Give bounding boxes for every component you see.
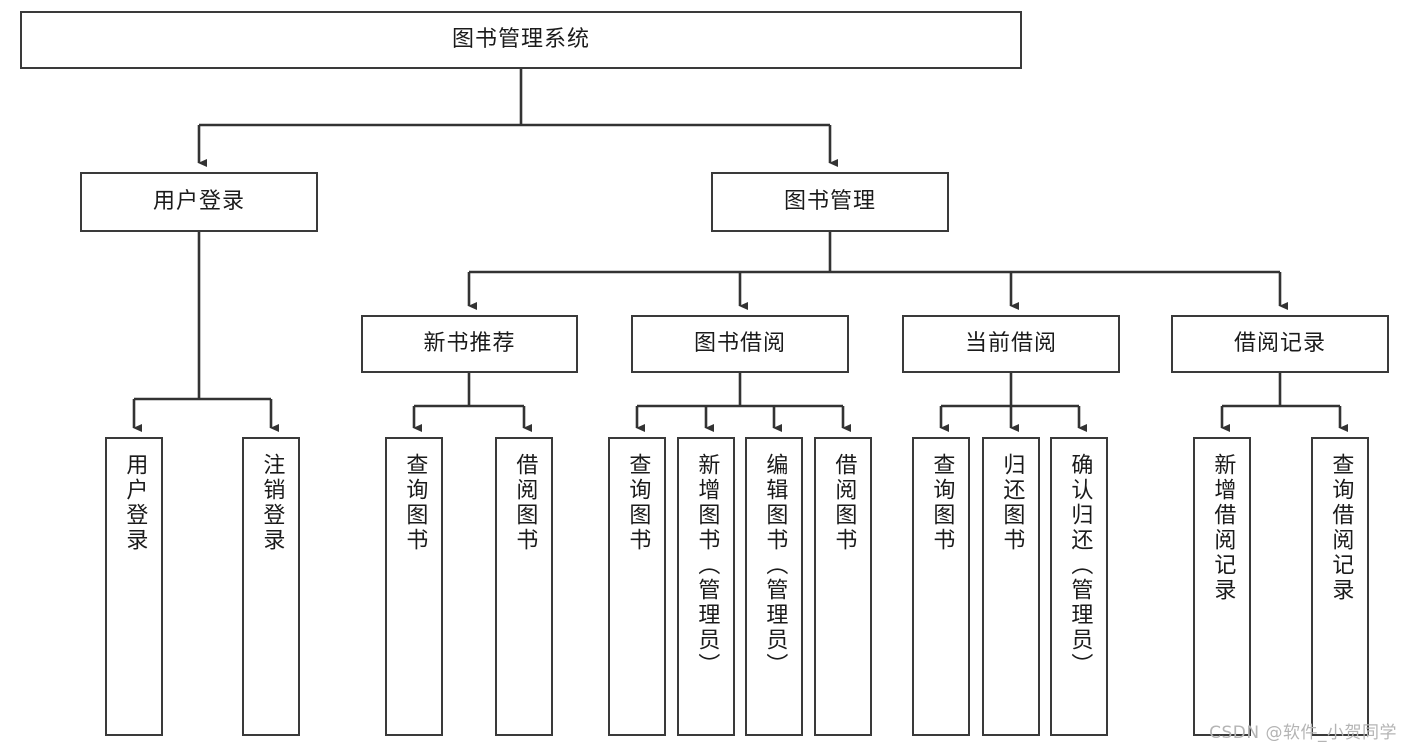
leaf-confirm-return-admin[interactable]: 确认归还（管理员） bbox=[1050, 437, 1108, 736]
leaf-query-book-recommend[interactable]: 查询图书 bbox=[385, 437, 443, 736]
node-label: 新增借阅记录 bbox=[1210, 453, 1236, 603]
node-label: 编辑图书（管理员） bbox=[762, 453, 788, 678]
leaf-edit-book-admin[interactable]: 编辑图书（管理员） bbox=[745, 437, 803, 736]
node-label: 借阅图书 bbox=[831, 453, 857, 553]
node-label: 借阅图书 bbox=[512, 453, 538, 553]
leaf-add-borrow-record[interactable]: 新增借阅记录 bbox=[1193, 437, 1251, 736]
node-label: 图书管理系统 bbox=[451, 27, 590, 53]
node-current-borrow[interactable]: 当前借阅 bbox=[902, 315, 1120, 373]
node-label: 用户登录 bbox=[122, 453, 148, 553]
node-label: 查询图书 bbox=[625, 453, 651, 553]
node-label: 新书推荐 bbox=[423, 331, 516, 357]
node-book-borrow[interactable]: 图书借阅 bbox=[631, 315, 849, 373]
node-label: 图书借阅 bbox=[693, 331, 786, 357]
node-label: 图书管理 bbox=[783, 189, 876, 215]
leaf-query-book[interactable]: 查询图书 bbox=[608, 437, 666, 736]
leaf-borrow-book[interactable]: 借阅图书 bbox=[814, 437, 872, 736]
node-label: 借阅记录 bbox=[1233, 331, 1326, 357]
node-book-management[interactable]: 图书管理 bbox=[711, 172, 949, 232]
node-label: 确认归还（管理员） bbox=[1067, 453, 1093, 678]
node-label: 当前借阅 bbox=[964, 331, 1057, 357]
node-label: 注销登录 bbox=[259, 453, 285, 553]
leaf-borrow-book-recommend[interactable]: 借阅图书 bbox=[495, 437, 553, 736]
node-label: 查询图书 bbox=[402, 453, 428, 553]
leaf-query-borrow-record[interactable]: 查询借阅记录 bbox=[1311, 437, 1369, 736]
node-root[interactable]: 图书管理系统 bbox=[20, 11, 1022, 69]
node-label: 查询图书 bbox=[929, 453, 955, 553]
leaf-user-login[interactable]: 用户登录 bbox=[105, 437, 163, 736]
node-user-login[interactable]: 用户登录 bbox=[80, 172, 318, 232]
node-borrow-record[interactable]: 借阅记录 bbox=[1171, 315, 1389, 373]
leaf-return-book[interactable]: 归还图书 bbox=[982, 437, 1040, 736]
node-label: 查询借阅记录 bbox=[1328, 453, 1354, 603]
node-label: 归还图书 bbox=[999, 453, 1025, 553]
csdn-watermark: CSDN @软件_小贺同学 bbox=[1209, 723, 1397, 743]
leaf-query-book-current[interactable]: 查询图书 bbox=[912, 437, 970, 736]
leaf-logout[interactable]: 注销登录 bbox=[242, 437, 300, 736]
leaf-add-book-admin[interactable]: 新增图书（管理员） bbox=[677, 437, 735, 736]
node-new-book-recommend[interactable]: 新书推荐 bbox=[361, 315, 578, 373]
node-label: 用户登录 bbox=[152, 189, 245, 215]
node-label: 新增图书（管理员） bbox=[694, 453, 720, 678]
